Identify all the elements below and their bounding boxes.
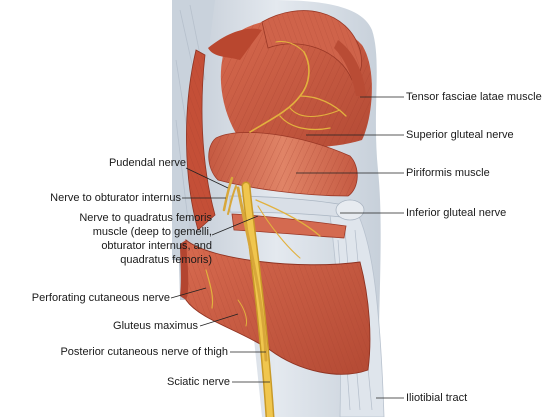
label-pudendal-nerve: Pudendal nerve [108, 157, 186, 169]
label-piriformis: Piriformis muscle [406, 167, 490, 179]
nerves [205, 40, 347, 417]
label-iliotibial-tract: Iliotibial tract [406, 392, 468, 404]
gluteus-maximus-shape [180, 239, 371, 375]
label-nerve-obturator-internus: Nerve to obturator internus [50, 192, 181, 204]
label-nerve-quadratus-femoris-3: obturator internus, and [101, 240, 212, 252]
label-sciatic-nerve: Sciatic nerve [167, 376, 230, 388]
label-nerve-quadratus-femoris-2: muscle (deep to gemelli, [92, 226, 212, 238]
label-nerve-quadratus-femoris-4: quadratus femoris) [120, 254, 212, 266]
label-perforating-cutaneous-nerve: Perforating cutaneous nerve [31, 292, 170, 304]
gluteus-maximus-upper-flap [186, 10, 362, 231]
tensor-fasciae-latae-shape [334, 40, 366, 96]
label-tensor-fasciae-latae: Tensor fasciae latae muscle [406, 91, 542, 103]
label-nerve-quadratus-femoris-1: Nerve to quadratus femoris [79, 212, 212, 224]
leader-lines [170, 96, 404, 399]
label-inferior-gluteal-nerve: Inferior gluteal nerve [406, 207, 507, 219]
label-gluteus-maximus: Gluteus maximus [113, 320, 198, 332]
label-superior-gluteal-nerve: Superior gluteal nerve [406, 129, 514, 141]
label-posterior-cutaneous-nerve: Posterior cutaneous nerve of thigh [60, 346, 228, 358]
piriformis-shape [208, 132, 358, 197]
